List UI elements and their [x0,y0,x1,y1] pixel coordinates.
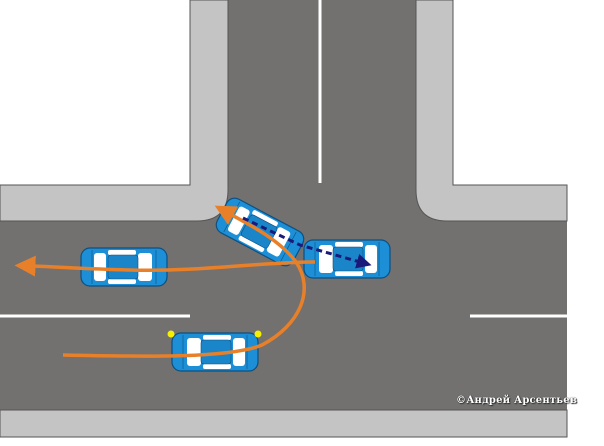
trajectory-exit-left [14,255,316,277]
sidewalk-top-right [415,0,568,222]
sidewalk-top-left [0,0,229,222]
trajectory-u-turn [62,205,306,358]
car-left [80,247,168,287]
car-start [171,332,259,372]
sidewalk-bottom [0,409,568,438]
copyright-text: ©Андрей Арсентьев [456,395,577,406]
hazard-light-icon [167,330,262,338]
reverse-arrow [242,216,372,269]
lane-markings [0,0,567,318]
